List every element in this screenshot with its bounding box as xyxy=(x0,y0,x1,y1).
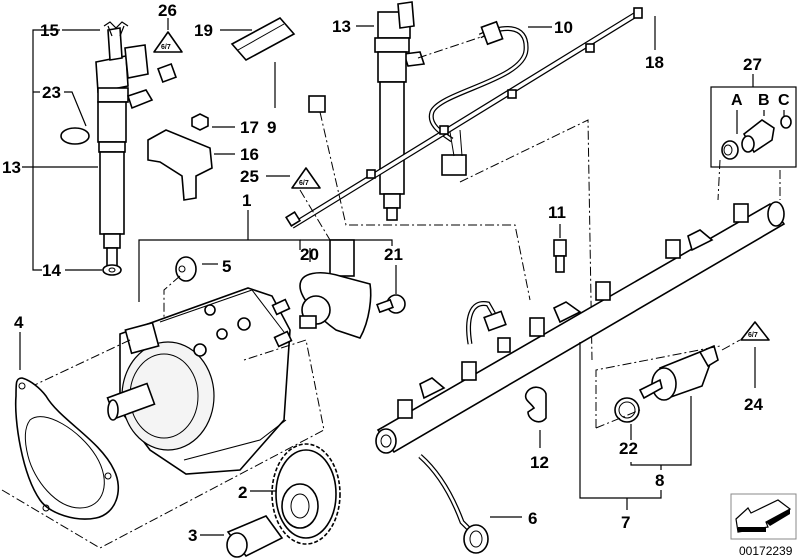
arrow-back-icon[interactable] xyxy=(730,493,797,540)
injector-center[interactable] xyxy=(374,1,426,221)
label-12[interactable]: 12 xyxy=(530,453,549,472)
label-18[interactable]: 18 xyxy=(645,53,664,72)
label-25[interactable]: 25 xyxy=(240,167,259,186)
label-15[interactable]: 15 xyxy=(40,21,59,40)
washer-14[interactable] xyxy=(102,264,122,276)
kit-part-A[interactable] xyxy=(721,140,739,160)
label-3[interactable]: 3 xyxy=(188,526,197,545)
label-5[interactable]: 5 xyxy=(222,257,231,276)
dash-27 xyxy=(717,159,781,201)
label-21[interactable]: 21 xyxy=(384,245,403,264)
leader-23 xyxy=(64,91,87,127)
label-A[interactable]: A xyxy=(731,92,743,109)
pressure-valve-20[interactable] xyxy=(299,239,372,339)
label-4[interactable]: 4 xyxy=(14,313,24,332)
label-22[interactable]: 22 xyxy=(619,439,638,458)
group-bracket-left xyxy=(32,29,60,271)
bolt-21[interactable] xyxy=(376,294,406,314)
fitting-10a xyxy=(480,20,504,46)
gear-2[interactable] xyxy=(271,443,341,545)
bracket-7 xyxy=(579,342,662,499)
washer-14-hole xyxy=(108,267,116,273)
label-17[interactable]: 17 xyxy=(240,118,259,137)
clip-12[interactable] xyxy=(524,386,547,423)
fuel-line-10[interactable] xyxy=(428,26,529,143)
pressure-sensor-8[interactable] xyxy=(638,344,719,401)
dash-10 xyxy=(417,35,485,59)
nut-17[interactable] xyxy=(191,113,209,131)
o-ring-23[interactable] xyxy=(60,127,90,145)
label-16[interactable]: 16 xyxy=(240,145,259,164)
kit-part-C[interactable] xyxy=(780,115,792,129)
grommet-5[interactable] xyxy=(175,256,197,282)
label-9[interactable]: 9 xyxy=(267,118,276,137)
sleeve-19[interactable] xyxy=(230,16,296,62)
dash-pump-gasket xyxy=(23,339,131,391)
label-24[interactable]: 24 xyxy=(744,395,763,414)
fuel-pipe-6[interactable] xyxy=(418,454,472,532)
label-13a[interactable]: 13 xyxy=(2,158,21,177)
gasket-4[interactable] xyxy=(14,377,120,520)
fitting-9b xyxy=(308,95,326,113)
group-bracket-1 xyxy=(138,210,301,302)
label-7[interactable]: 7 xyxy=(621,513,630,532)
diagram-code: 00172239 xyxy=(739,544,793,558)
dash-sensor-b xyxy=(595,409,641,429)
rail-pipe-nut xyxy=(483,310,507,332)
label-20[interactable]: 20 xyxy=(300,245,319,264)
leakoff-fittings xyxy=(285,7,643,227)
label-10[interactable]: 10 xyxy=(554,18,573,37)
label-6[interactable]: 6 xyxy=(528,509,537,528)
fitting-10b xyxy=(441,154,467,176)
sleeve-3[interactable] xyxy=(226,515,284,558)
dash-sensor xyxy=(595,345,721,428)
label-26[interactable]: 26 xyxy=(158,1,177,20)
dash-24 xyxy=(721,339,741,351)
high-pressure-pump[interactable] xyxy=(106,287,293,475)
bracket-16[interactable] xyxy=(147,129,213,201)
fitting-9a xyxy=(157,63,177,83)
dash-5 xyxy=(163,275,181,320)
label-C[interactable]: C xyxy=(778,92,790,109)
label-27[interactable]: 27 xyxy=(743,55,762,74)
common-rail[interactable] xyxy=(375,201,786,454)
label-14[interactable]: 14 xyxy=(42,261,61,280)
dash-25 xyxy=(299,189,331,241)
label-1[interactable]: 1 xyxy=(242,191,251,210)
warning-icon-24: 6/7 xyxy=(740,321,770,341)
svg-text:6/7: 6/7 xyxy=(748,332,758,339)
label-19[interactable]: 19 xyxy=(194,21,213,40)
screw-11[interactable] xyxy=(553,239,567,273)
label-23[interactable]: 23 xyxy=(42,83,61,102)
bracket-8 xyxy=(630,396,692,466)
svg-text:6/7: 6/7 xyxy=(161,44,171,51)
label-8[interactable]: 8 xyxy=(655,471,664,490)
dash-inj-rail xyxy=(459,119,593,361)
injector-left[interactable] xyxy=(95,27,154,267)
label-B[interactable]: B xyxy=(758,92,770,109)
dash-gasket-gear xyxy=(1,339,325,549)
svg-text:6/7: 6/7 xyxy=(299,180,309,187)
pipe-6-nut xyxy=(463,524,489,554)
label-2[interactable]: 2 xyxy=(238,483,247,502)
label-13b[interactable]: 13 xyxy=(332,17,351,36)
clip-15[interactable] xyxy=(103,21,129,37)
kit-part-B[interactable] xyxy=(741,119,775,154)
warning-icon-25: 6/7 xyxy=(291,167,321,189)
warning-icon-26: 6/7 xyxy=(153,31,183,53)
label-11[interactable]: 11 xyxy=(548,203,566,222)
dash-9-rail xyxy=(319,111,531,301)
